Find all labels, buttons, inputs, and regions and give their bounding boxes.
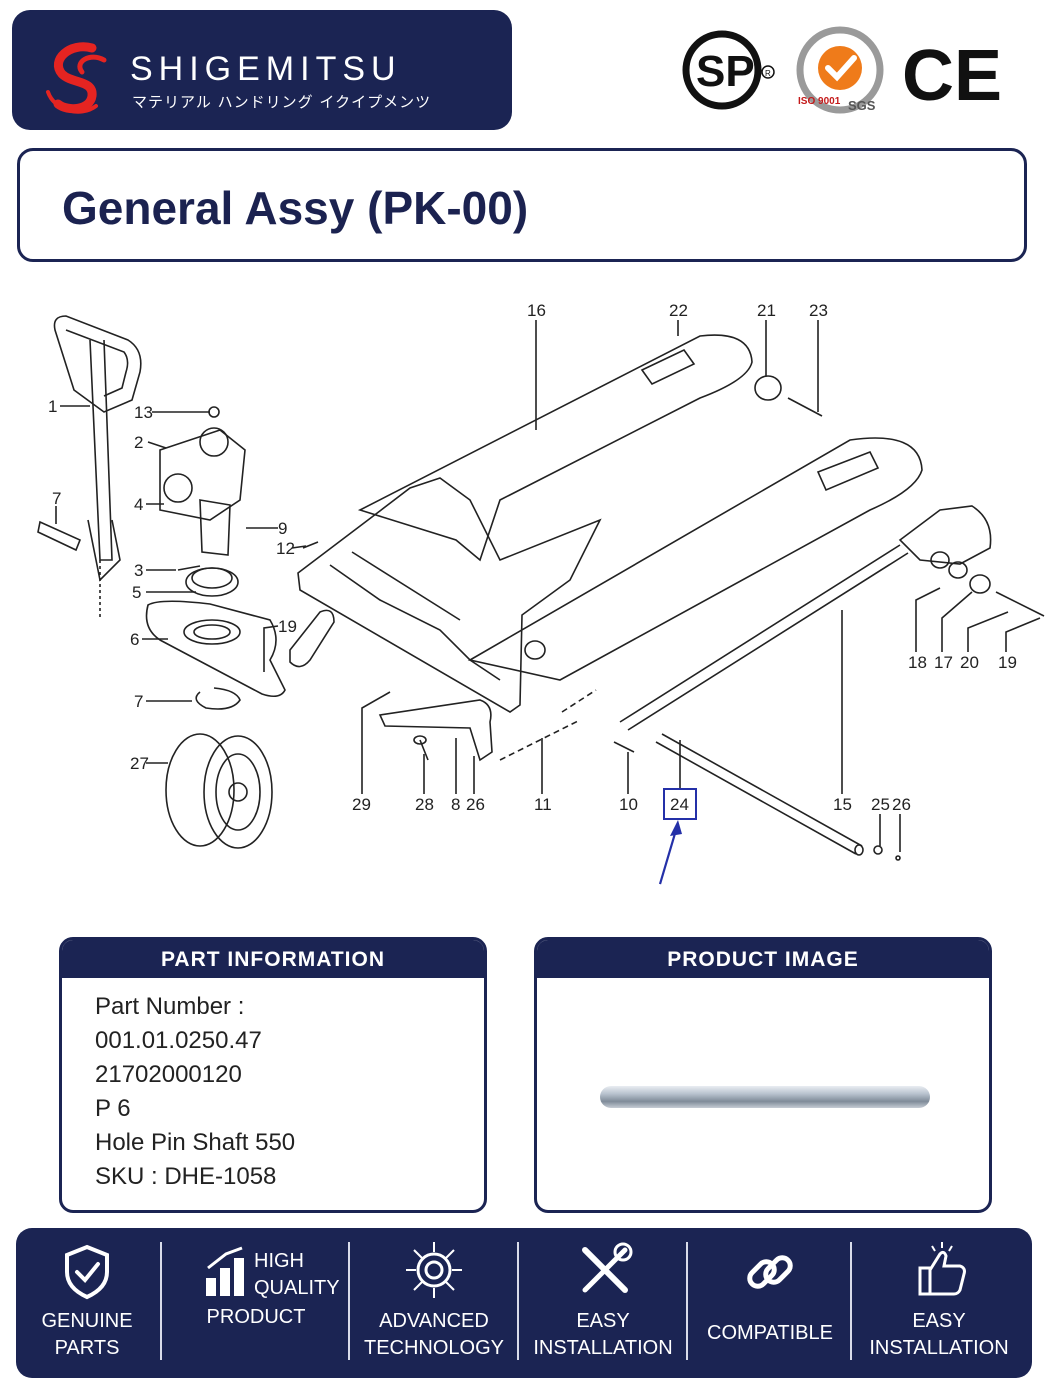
callout-10: 10	[619, 795, 638, 814]
feature-genuine-line1: GENUINE	[41, 1310, 133, 1332]
feature-compatible-line1: COMPATIBLE	[707, 1322, 833, 1344]
features-bar: GENUINE PARTS HIGH QUALITY PRODUCT ADVAN…	[16, 1228, 1032, 1378]
feature-install2-line1: EASY	[912, 1310, 966, 1332]
highlight-box	[663, 788, 697, 820]
callout-19-right: 19	[998, 653, 1017, 672]
tools-icon	[582, 1242, 633, 1293]
part-number-label: Part Number :	[95, 993, 245, 1020]
feature-quality-line1: HIGH	[254, 1250, 304, 1272]
title-frame: General Assy (PK-00)	[17, 148, 1027, 262]
page-title: General Assy (PK-00)	[62, 182, 529, 234]
callout-26-right: 26	[892, 795, 911, 814]
svg-text:ISO 9001: ISO 9001	[798, 96, 841, 107]
part-number-value: 001.01.0250.47	[95, 1027, 262, 1054]
svg-text:CE: CE	[902, 36, 1002, 116]
callout-18: 18	[908, 653, 927, 672]
callout-6: 6	[130, 630, 139, 649]
callout-3: 3	[134, 561, 143, 580]
exploded-parts-diagram: 1 13 2 4 7 3 5 6 7 27 9 12 19 16 22 21 2…	[37, 301, 1045, 885]
shield-check-icon	[65, 1244, 109, 1300]
callout-24: 24	[670, 795, 689, 814]
brand-banner: SHIGEMITSU マテリアル ハンドリング イクイプメンツ	[12, 10, 512, 130]
thumbs-up-icon	[918, 1242, 966, 1296]
callout-23: 23	[809, 301, 828, 320]
part-information-heading: PART INFORMATION	[62, 940, 484, 978]
callout-25: 25	[871, 795, 890, 814]
part-sku: SKU : DHE-1058	[95, 1163, 277, 1190]
callout-15: 15	[833, 795, 852, 814]
callout-28: 28	[415, 795, 434, 814]
ce-mark-icon: CE	[902, 36, 1002, 116]
callout-20: 20	[960, 653, 979, 672]
feature-easy-installation-thumbs: EASY INSTALLATION	[854, 1228, 1024, 1378]
feature-compatible: COMPATIBLE	[690, 1228, 850, 1378]
feature-divider	[348, 1242, 350, 1360]
feature-easy-installation-tools: EASY INSTALLATION	[521, 1228, 685, 1378]
callout-8: 8	[451, 795, 460, 814]
feature-divider	[686, 1242, 688, 1360]
product-image-panel: PRODUCT IMAGE	[534, 937, 992, 1213]
callout-7-bottom: 7	[134, 692, 143, 711]
svg-text:R: R	[765, 69, 771, 78]
part-name: Hole Pin Shaft 550	[95, 1129, 296, 1156]
feature-technology-line1: ADVANCED	[379, 1310, 489, 1332]
part-information-lines: Part Number : 001.01.0250.47 21702000120…	[62, 978, 484, 1194]
highlight-arrow-icon	[658, 829, 678, 885]
callout-5: 5	[132, 583, 141, 602]
chain-link-icon	[747, 1255, 793, 1289]
product-image-heading: PRODUCT IMAGE	[537, 940, 989, 978]
callout-17: 17	[934, 653, 953, 672]
iso-sgs-logo-icon: ISO 9001 SGS	[796, 26, 884, 114]
certification-logos: SP R ISO 9001 SGS CE	[682, 26, 1002, 116]
callout-2: 2	[134, 433, 143, 452]
feature-quality-line2: QUALITY	[254, 1277, 340, 1299]
callout-4: 4	[134, 495, 143, 514]
callout-26-left: 26	[466, 795, 485, 814]
feature-genuine-line2: PARTS	[54, 1337, 120, 1359]
bar-chart-icon	[206, 1246, 244, 1296]
callout-19-left: 19	[278, 617, 297, 636]
shigemitsu-logo-icon	[46, 42, 107, 114]
circuit-icon	[406, 1242, 462, 1298]
callout-21: 21	[757, 301, 776, 320]
feature-install-line1: EASY	[576, 1310, 630, 1332]
feature-quality-line3: PRODUCT	[206, 1306, 306, 1328]
pin-shaft-image	[600, 1086, 930, 1108]
feature-advanced-technology: ADVANCED TECHNOLOGY	[352, 1228, 516, 1378]
callout-1: 1	[48, 397, 57, 416]
feature-divider	[850, 1242, 852, 1360]
part-information-panel: PART INFORMATION Part Number : 001.01.02…	[59, 937, 487, 1213]
feature-install2-line2: INSTALLATION	[869, 1337, 1009, 1359]
brand-name: SHIGEMITSU	[130, 50, 402, 88]
feature-divider	[160, 1242, 162, 1360]
feature-technology-line2: TECHNOLOGY	[363, 1337, 505, 1359]
callout-22: 22	[669, 301, 688, 320]
csa-logo-icon: SP R	[682, 30, 775, 110]
callout-11: 11	[534, 795, 552, 814]
callout-12: 12	[276, 539, 295, 558]
callout-27: 27	[130, 754, 149, 773]
feature-divider	[517, 1242, 519, 1360]
feature-genuine-parts: GENUINE PARTS	[16, 1228, 158, 1378]
brand-subtitle: マテリアル ハンドリング イクイプメンツ	[132, 93, 432, 111]
part-position: P 6	[95, 1095, 131, 1122]
product-photo	[600, 1086, 930, 1108]
svg-text:SP: SP	[696, 47, 755, 96]
callout-13: 13	[134, 403, 153, 422]
callout-7-top: 7	[52, 489, 61, 508]
feature-install-line2: INSTALLATION	[533, 1337, 673, 1359]
feature-high-quality: HIGH QUALITY PRODUCT	[164, 1228, 348, 1378]
callout-9: 9	[278, 519, 287, 538]
part-code: 21702000120	[95, 1061, 242, 1088]
svg-text:SGS: SGS	[848, 98, 876, 113]
callout-16: 16	[527, 301, 546, 320]
callout-29: 29	[352, 795, 371, 814]
